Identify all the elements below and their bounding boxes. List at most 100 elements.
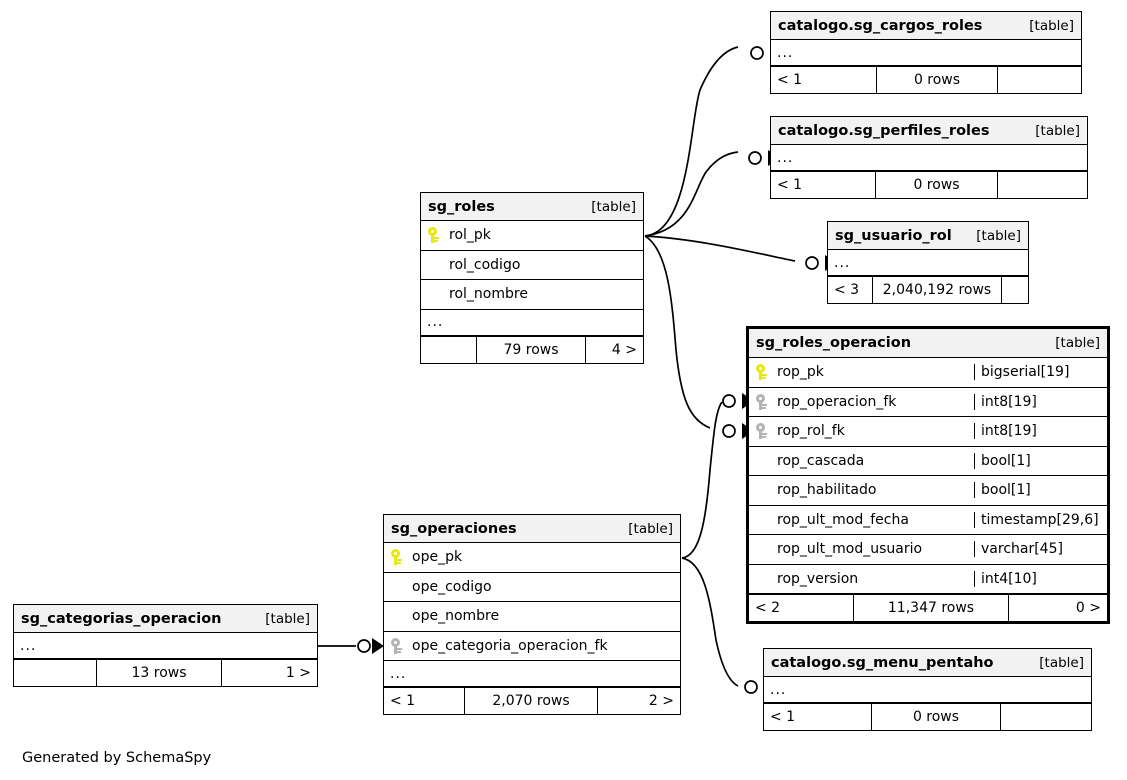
column-type: timestamp[29,6] <box>974 511 1107 528</box>
table-ellipsis-row: ... <box>771 40 1081 66</box>
table-ellipsis-row: ... <box>828 250 1028 276</box>
footer-right: 0 > <box>1075 600 1101 616</box>
foreign-key-icon <box>755 423 769 440</box>
table-node-sg-perfiles-roles[interactable]: catalogo.sg_perfiles_roles [table] ... <… <box>770 116 1088 199</box>
table-footer: 79 rows 4 > <box>421 335 643 363</box>
column-name: ope_nombre <box>412 608 500 625</box>
column-type: bool[1] <box>974 452 1107 469</box>
table-header: catalogo.sg_cargos_roles [table] <box>771 12 1081 40</box>
edge-roles-to-roles-operacion <box>644 235 711 429</box>
column-row: rop_ult_mod_fecha timestamp[29,6] <box>749 506 1107 535</box>
column-row: ope_categoria_operacion_fk <box>384 632 680 661</box>
table-node-sg-operaciones[interactable]: sg_operaciones [table] ope_pk ope_codigo… <box>383 514 681 715</box>
table-tag: [table] <box>976 227 1021 244</box>
column-row: rop_pk bigserial[19] <box>749 358 1107 388</box>
column-type: int8[19] <box>974 423 1107 440</box>
table-node-sg-roles-operacion[interactable]: sg_roles_operacion [table] rop_pk bigser… <box>746 326 1110 624</box>
footer-right <box>998 67 1081 93</box>
column-name: rop_cascada <box>777 452 865 469</box>
column-type: int4[10] <box>974 570 1107 587</box>
table-name: catalogo.sg_cargos_roles <box>778 17 983 34</box>
column-name-cell: rop_cascada <box>749 453 974 469</box>
table-ellipsis-row: ... <box>771 145 1087 171</box>
table-header: sg_roles_operacion [table] <box>749 329 1107 358</box>
column-row: rop_cascada bool[1] <box>749 447 1107 476</box>
table-tag: [table] <box>1039 654 1084 671</box>
column-name: rop_ult_mod_usuario <box>777 541 923 558</box>
endpoint-circle <box>805 256 819 270</box>
table-tag: [table] <box>265 610 310 627</box>
footer-left: < 1 <box>770 709 796 725</box>
column-name-cell: rop_rol_fk <box>749 423 974 440</box>
table-name: sg_operaciones <box>391 520 517 537</box>
column-row: rol_nombre <box>421 280 643 310</box>
primary-key-icon <box>390 549 404 566</box>
table-footer: < 1 0 rows <box>771 66 1081 93</box>
table-name: sg_roles_operacion <box>756 335 912 351</box>
table-node-sg-categorias-operacion[interactable]: sg_categorias_operacion [table] ... 13 r… <box>13 604 318 687</box>
footer-right <box>1001 704 1091 730</box>
table-header: catalogo.sg_menu_pentaho [table] <box>764 649 1091 677</box>
footer-center: 2,070 rows <box>464 688 598 714</box>
column-name-cell: ope_codigo <box>384 579 680 595</box>
column-row: ope_pk <box>384 543 680 573</box>
generated-by-label: Generated by SchemaSpy <box>22 750 212 766</box>
column-type: int8[19] <box>974 393 1107 410</box>
column-row: rop_version int4[10] <box>749 565 1107 594</box>
column-name-cell: rop_version <box>749 571 974 587</box>
column-name-cell: rol_pk <box>421 227 643 244</box>
table-node-sg-cargos-roles[interactable]: catalogo.sg_cargos_roles [table] ... < 1… <box>770 11 1082 94</box>
table-ellipsis-row: ... <box>384 661 680 687</box>
table-tag: [table] <box>591 198 636 215</box>
column-name: rol_nombre <box>449 286 528 303</box>
column-row: rop_habilitado bool[1] <box>749 476 1107 506</box>
endpoint-circle <box>750 46 764 60</box>
column-row: ope_nombre <box>384 602 680 632</box>
column-type: bigserial[19] <box>974 364 1107 381</box>
table-node-sg-usuario-rol[interactable]: sg_usuario_rol [table] ... < 3 2,040,192… <box>827 221 1029 304</box>
table-footer: 13 rows 1 > <box>14 659 317 686</box>
table-tag: [table] <box>1029 17 1074 34</box>
table-ellipsis-row: ... <box>421 310 643 336</box>
footer-center: 13 rows <box>96 660 222 686</box>
table-footer: < 1 0 rows <box>764 703 1091 730</box>
footer-left <box>14 660 96 686</box>
footer-center: 0 rows <box>876 67 998 93</box>
table-tag: [table] <box>1055 335 1100 351</box>
footer-left: < 1 <box>777 72 803 88</box>
edge-operaciones-to-roles-operacion <box>681 401 723 559</box>
footer-right <box>998 172 1087 198</box>
footer-right: 4 > <box>611 341 637 358</box>
table-footer: < 1 2,070 rows 2 > <box>384 687 680 714</box>
edge-roles-to-usuario-rol <box>644 235 796 262</box>
footer-right: 1 > <box>285 665 311 681</box>
endpoint-circle <box>722 424 736 438</box>
column-name-cell: ope_categoria_operacion_fk <box>384 637 680 654</box>
column-name-cell: ope_pk <box>384 549 680 566</box>
table-node-sg-menu-pentaho[interactable]: catalogo.sg_menu_pentaho [table] ... < 1… <box>763 648 1092 731</box>
footer-center: 0 rows <box>871 704 1001 730</box>
column-name: rol_pk <box>449 227 491 244</box>
edge-roles-to-perfiles-roles <box>644 151 739 237</box>
column-name: rol_codigo <box>449 256 521 273</box>
table-tag: [table] <box>628 520 673 537</box>
footer-center: 2,040,192 rows <box>872 277 1002 303</box>
table-node-sg-roles[interactable]: sg_roles [table] rol_pk rol_codigo rol_n… <box>420 192 644 364</box>
footer-center: 79 rows <box>476 336 586 363</box>
column-row: rop_operacion_fk int8[19] <box>749 388 1107 417</box>
column-row: rop_rol_fk int8[19] <box>749 417 1107 447</box>
table-name: sg_usuario_rol <box>835 227 952 244</box>
column-name: rop_ult_mod_fecha <box>777 511 909 528</box>
column-name: rop_version <box>777 570 859 587</box>
footer-center: 11,347 rows <box>853 595 1009 621</box>
table-name: catalogo.sg_perfiles_roles <box>778 122 990 139</box>
table-name: sg_roles <box>428 198 495 215</box>
table-footer: < 2 11,347 rows 0 > <box>749 594 1107 621</box>
table-header: sg_categorias_operacion [table] <box>14 605 317 633</box>
table-tag: [table] <box>1035 122 1080 139</box>
table-name: sg_categorias_operacion <box>21 610 222 627</box>
footer-left <box>421 337 476 363</box>
column-name: ope_categoria_operacion_fk <box>412 637 608 654</box>
table-header: catalogo.sg_perfiles_roles [table] <box>771 117 1087 145</box>
